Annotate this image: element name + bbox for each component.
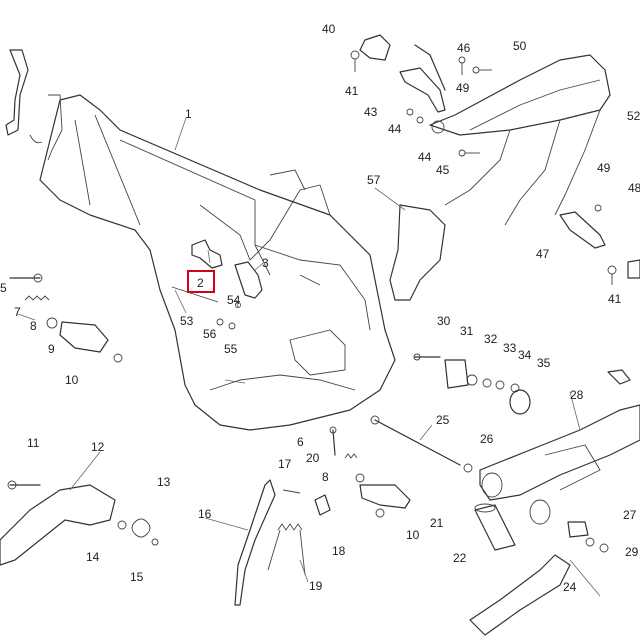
callout-2-highlighted: 2 bbox=[197, 276, 204, 290]
callout-46: 46 bbox=[457, 41, 471, 55]
callout-32: 32 bbox=[484, 332, 498, 346]
bracket-57 bbox=[389, 204, 446, 301]
callout-10b: 10 bbox=[406, 528, 420, 542]
spacer-22 bbox=[474, 503, 516, 551]
bushings-27-29 bbox=[567, 521, 609, 553]
callout-41: 41 bbox=[345, 84, 359, 98]
upper-brackets bbox=[350, 34, 492, 157]
callout-43: 43 bbox=[364, 105, 378, 119]
callout-34: 34 bbox=[518, 348, 532, 362]
callout-22: 22 bbox=[453, 551, 467, 565]
callout-24: 24 bbox=[563, 580, 577, 594]
callout-47: 47 bbox=[536, 247, 550, 261]
bushing-set bbox=[413, 353, 531, 415]
chain-guide-24 bbox=[469, 554, 571, 636]
side-stand-16 bbox=[234, 479, 276, 606]
callout-26: 26 bbox=[480, 432, 494, 446]
callout-21: 21 bbox=[430, 516, 444, 530]
callout-10: 10 bbox=[65, 373, 79, 387]
right-linkage bbox=[559, 204, 640, 285]
callout-55: 55 bbox=[224, 342, 238, 356]
callout-7: 7 bbox=[14, 305, 21, 319]
bracket-3 bbox=[234, 261, 263, 299]
callout-35: 35 bbox=[537, 356, 551, 370]
leader-lines bbox=[17, 117, 601, 597]
callout-31: 31 bbox=[460, 324, 474, 338]
callout-6: 6 bbox=[297, 435, 304, 449]
springs-19 bbox=[267, 523, 306, 576]
frame-part bbox=[5, 49, 396, 431]
callout-52: 52 bbox=[627, 109, 640, 123]
callout-28: 28 bbox=[570, 388, 584, 402]
right-footpeg bbox=[282, 426, 411, 518]
callout-50: 50 bbox=[513, 39, 527, 53]
bracket-2 bbox=[191, 239, 223, 269]
callout-49: 49 bbox=[456, 81, 470, 95]
callout-49b: 49 bbox=[597, 161, 611, 175]
callout-48: 48 bbox=[628, 181, 640, 195]
callout-56: 56 bbox=[203, 327, 217, 341]
callout-14: 14 bbox=[86, 550, 100, 564]
callout-40: 40 bbox=[322, 22, 336, 36]
callout-19: 19 bbox=[309, 579, 323, 593]
callout-16: 16 bbox=[198, 507, 212, 521]
callout-44: 44 bbox=[388, 122, 402, 136]
callout-8b: 8 bbox=[322, 470, 329, 484]
highlight-box bbox=[187, 270, 215, 293]
callout-13: 13 bbox=[157, 475, 171, 489]
callout-27: 27 bbox=[623, 508, 637, 522]
swingarm-28 bbox=[479, 369, 640, 525]
callout-57: 57 bbox=[367, 173, 381, 187]
subframe-part bbox=[429, 54, 611, 226]
callout-8: 8 bbox=[30, 319, 37, 333]
left-footpeg bbox=[9, 273, 123, 363]
bolts-53-56 bbox=[171, 286, 241, 330]
callout-15: 15 bbox=[130, 570, 144, 584]
callout-44b: 44 bbox=[418, 150, 432, 164]
callout-41b: 41 bbox=[608, 292, 622, 306]
callout-9: 9 bbox=[48, 342, 55, 356]
callout-20: 20 bbox=[306, 451, 320, 465]
callout-54: 54 bbox=[227, 293, 241, 307]
brake-pedal-12 bbox=[0, 480, 159, 566]
callout-33: 33 bbox=[503, 341, 517, 355]
callout-12: 12 bbox=[91, 440, 105, 454]
callout-1: 1 bbox=[185, 107, 192, 121]
callout-29: 29 bbox=[625, 545, 639, 559]
callout-18: 18 bbox=[332, 544, 346, 558]
axle-25 bbox=[370, 415, 473, 473]
callout-11: 11 bbox=[27, 436, 40, 450]
callout-45: 45 bbox=[436, 163, 450, 177]
callout-53: 53 bbox=[180, 314, 194, 328]
bracket-18 bbox=[314, 494, 331, 516]
callout-3: 3 bbox=[262, 256, 269, 270]
callout-17: 17 bbox=[278, 457, 292, 471]
callout-5: 5 bbox=[0, 281, 7, 295]
callout-30: 30 bbox=[437, 314, 451, 328]
callout-25: 25 bbox=[436, 413, 450, 427]
callout-labels: 40 46 50 41 49 43 44 52 44 45 1 57 49 48… bbox=[0, 22, 640, 594]
